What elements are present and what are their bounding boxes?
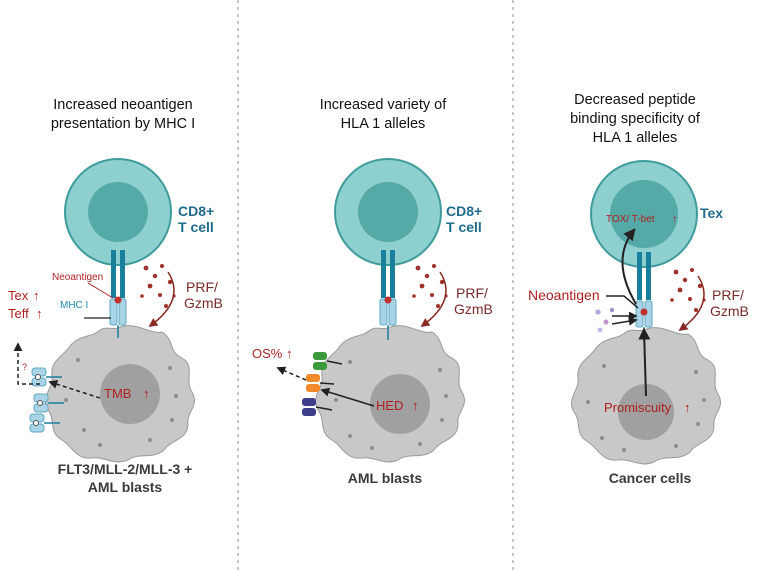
panel2-title: Increased variety of HLA 1 alleles <box>278 96 488 134</box>
panel3-neoantigen-pointer <box>606 295 639 309</box>
panel3-title-line3: HLA 1 alleles <box>592 130 678 146</box>
panel1-mhc <box>109 298 127 338</box>
panel2-os-arrow <box>276 366 307 381</box>
panel3-title-line2: binding specificity of <box>570 111 700 127</box>
panel2-tumor-nucleus <box>370 374 430 434</box>
panel3-tcr <box>637 252 651 300</box>
panel1-neoantigen-label: Neoantigen <box>52 272 103 283</box>
panel3-tcell-label: Tex <box>700 205 723 221</box>
panel3-cytotoxic-arrow <box>678 275 705 332</box>
panel2-cytotoxic-arrow <box>420 271 447 328</box>
panel1-question-mark: ? <box>22 362 27 372</box>
panel1-side-label-teff: Teff <box>8 306 29 321</box>
panel2-hla-purple <box>302 398 333 416</box>
panel3-cell-label: Cancer cells <box>565 469 735 487</box>
panel3-promiscuity-arrow <box>638 327 651 397</box>
panel2-center-label: HED <box>376 398 403 413</box>
panel2-tumor-dots <box>334 360 448 450</box>
panel2-granules <box>412 264 448 308</box>
panel2-hed-arrow <box>320 387 375 407</box>
panel1-side-label-tex: Tex <box>8 288 29 303</box>
panel2-mhc <box>379 298 397 340</box>
panel1-title-line1: Increased neoantigen <box>53 97 193 113</box>
panel3-center-arrow: ↑ <box>684 400 691 415</box>
panel2-tcr <box>381 250 395 298</box>
panel3-tumor-dots <box>586 364 706 452</box>
panel1-cell-label-line1: FLT3/MLL-2/MLL-3 + <box>57 461 193 477</box>
panel1-tcr <box>111 250 125 298</box>
panel1-tumor-dots <box>64 358 178 447</box>
panel1-granules <box>140 264 176 308</box>
panel2-tcell-label-line1: CD8+ <box>446 203 482 219</box>
panel1-cytotoxic-line1: PRF/ <box>186 279 218 295</box>
panel2-cell-label-text: AML blasts <box>347 470 423 486</box>
panel2-neoantigen-dot <box>384 296 392 304</box>
panel1-tex-arrow <box>13 342 40 385</box>
panel2-cytotoxic-line1: PRF/ <box>456 285 488 301</box>
panel3-tcell <box>590 160 698 268</box>
panel2-tcell <box>334 158 442 266</box>
panel1-side-arrow-tex: ↑ <box>33 288 40 303</box>
panel2-title-line1: Increased variety of <box>319 97 447 113</box>
panel2-title-line2: HLA 1 alleles <box>340 116 426 132</box>
panel1-tcell <box>64 158 172 266</box>
panel1-side-mhc <box>29 367 64 433</box>
panel1-cytotoxic-arrow <box>148 271 175 328</box>
panel3-cytotoxic-line2: GzmB <box>710 303 749 319</box>
panel1-center-arrow: ↑ <box>143 386 150 401</box>
panel3-granules <box>670 268 706 312</box>
panel3-center-label: Promiscuity <box>604 400 672 415</box>
panel1-cell-label: FLT3/MLL-2/MLL-3 + AML blasts <box>30 460 220 496</box>
panel3-neoantigen-dot <box>640 308 648 316</box>
panel3-peptide-arrow-2 <box>611 316 638 326</box>
panel3-cell-label-text: Cancer cells <box>608 470 692 486</box>
panel1-title: Increased neoantigen presentation by MHC… <box>18 96 228 134</box>
panel3-peptides <box>595 307 615 333</box>
panel1-neoantigen-dot <box>114 296 122 304</box>
panel1-tcell-label-line2: T cell <box>178 219 214 235</box>
panel2-side-label: OS% <box>252 346 283 361</box>
panel3-tcell-inner-arrow: ↑ <box>672 214 677 225</box>
panel3-title: Decreased peptide binding specificity of… <box>535 91 735 148</box>
panel1-tmb-arrow <box>48 379 101 399</box>
panel3-tox-arrow <box>621 228 637 305</box>
panel1-tumor-nucleus <box>100 364 160 424</box>
panel3-tcell-inner-label: TOX/ T-bet <box>606 214 655 225</box>
panel1-neoantigen-pointer <box>87 282 114 299</box>
panel1-cell-label-line2: AML blasts <box>87 479 163 495</box>
panel3-tumor-nucleus <box>618 384 674 440</box>
panel2-tcell-label-line2: T cell <box>446 219 482 235</box>
panel1-title-line2: presentation by MHC I <box>50 116 196 132</box>
panel2-cell-label: AML blasts <box>300 469 470 487</box>
panel2-hla-orange <box>306 374 335 392</box>
panel1-cytotoxic-line2: GzmB <box>184 295 223 311</box>
panel3-neoantigen-label: Neoantigen <box>528 287 600 303</box>
panel1-center-label: TMB <box>104 386 131 401</box>
panel1-tcell-label-line1: CD8+ <box>178 203 214 219</box>
panel2-hla-green <box>313 352 343 370</box>
panel3-title-line1: Decreased peptide <box>574 92 696 108</box>
panel1-side-arrow-teff: ↑ <box>36 306 43 321</box>
panel3-cytotoxic-line1: PRF/ <box>712 287 744 303</box>
panel2-side-arrow: ↑ <box>286 346 293 361</box>
panel2-cytotoxic-line2: GzmB <box>454 301 493 317</box>
panel1-mhc-label: MHC I <box>60 300 88 311</box>
panel2-center-arrow: ↑ <box>412 398 419 413</box>
